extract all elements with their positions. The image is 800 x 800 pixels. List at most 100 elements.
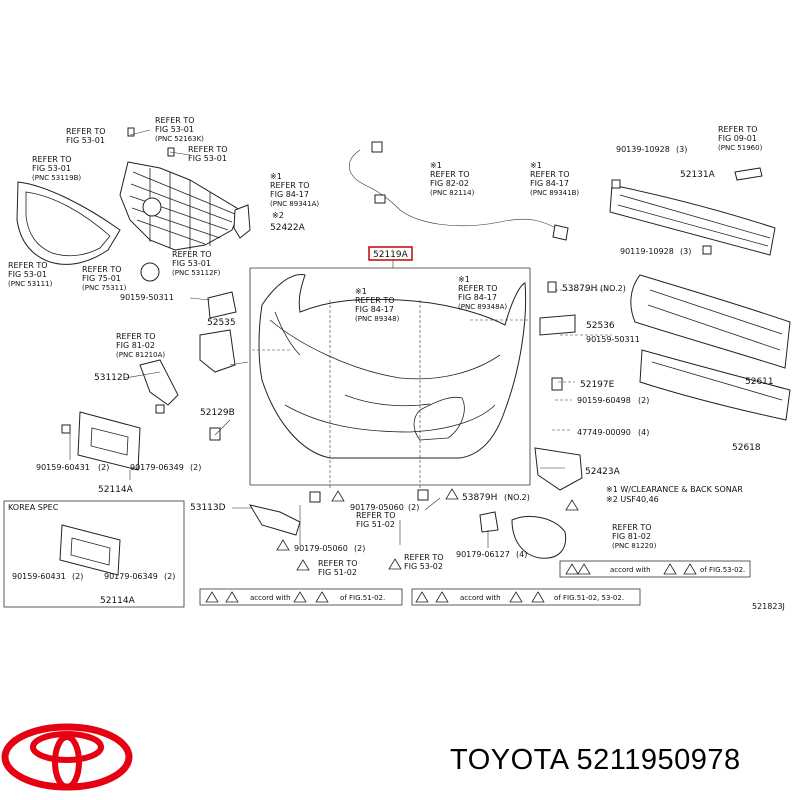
grille-emblem-icon[interactable] xyxy=(142,197,162,217)
part-number[interactable]: 53112D xyxy=(94,373,130,383)
note-mark: ※1 xyxy=(530,161,542,170)
accord-note-box xyxy=(559,560,751,578)
ref-label: FIG 53-02 xyxy=(404,562,443,571)
clip-52197e[interactable] xyxy=(551,377,563,391)
bolt-number[interactable]: 90179-06127 xyxy=(456,550,510,559)
ref-label: REFER TO xyxy=(318,559,358,568)
ref-label: (PNC 89341B) xyxy=(530,189,579,197)
wire-harness[interactable] xyxy=(349,149,561,231)
front-bumper-cover[interactable] xyxy=(258,274,527,459)
ref-label: (PNC 51960) xyxy=(718,144,763,152)
bolt-number[interactable]: 90159-60498 xyxy=(577,396,631,405)
part-number[interactable]: 52131A xyxy=(680,170,716,180)
bolt-number[interactable]: 90179-05060 xyxy=(294,544,348,553)
part-number[interactable]: 52423A xyxy=(585,467,621,477)
license-plate-bracket[interactable] xyxy=(77,411,141,471)
ref-label: (PNC 53111) xyxy=(8,280,53,288)
ref-label: REFER TO xyxy=(172,250,212,259)
qty-label: (NO.2) xyxy=(504,493,530,502)
bracket-52536[interactable] xyxy=(539,314,576,336)
bolt-number[interactable]: 90179-06349 xyxy=(130,463,184,472)
part-number[interactable]: 52536 xyxy=(586,321,615,331)
part-number[interactable]: 52422A xyxy=(270,223,306,233)
energy-absorber-lower[interactable] xyxy=(639,349,791,421)
part-number[interactable]: 52535 xyxy=(207,318,236,328)
qty-label: (2) xyxy=(98,463,109,472)
part-number[interactable]: 52611 xyxy=(745,377,774,387)
part-number[interactable]: 52129B xyxy=(200,408,235,418)
retainer-53112d[interactable] xyxy=(139,359,179,406)
energy-absorber-upper[interactable] xyxy=(630,274,791,369)
ref-label: (PNC 82114) xyxy=(430,189,475,197)
ref-label: (PNC 81210A) xyxy=(116,351,165,359)
clip-icon xyxy=(702,245,712,255)
ref-label: (PNC 81220) xyxy=(612,542,657,550)
bracket-52535[interactable] xyxy=(207,291,237,319)
grille-surround[interactable] xyxy=(16,181,121,265)
ref-label: FIG 53-01 xyxy=(8,270,47,279)
bracket-lower-right xyxy=(479,511,499,533)
part-number[interactable]: 53113D xyxy=(190,503,226,513)
fog-lamp[interactable] xyxy=(511,516,567,559)
ref-label: REFER TO xyxy=(530,170,570,179)
ref-label: REFER TO xyxy=(66,127,106,136)
part-number[interactable]: 52618 xyxy=(732,443,761,453)
bolt-number[interactable]: 90159-60431 xyxy=(12,572,66,581)
note-mark: ※1 xyxy=(355,287,367,296)
sensor-icon xyxy=(734,167,763,181)
accord-text: accord with xyxy=(250,594,291,602)
bolt-number[interactable]: 90179-05060 xyxy=(350,503,404,512)
triangle-mark-icon xyxy=(565,563,697,575)
part-number[interactable]: 52114A xyxy=(98,485,134,495)
ref-label: FIG 84-17 xyxy=(530,179,569,188)
diagram-code: 521823J xyxy=(752,602,785,611)
part-number[interactable]: 53879H xyxy=(462,493,497,503)
emblem-icon[interactable] xyxy=(140,262,160,282)
seal-52423a[interactable] xyxy=(534,447,583,491)
part-number[interactable]: 52114A xyxy=(100,596,136,606)
bolt-number[interactable]: 47749-00090 xyxy=(577,428,631,437)
bolt-number[interactable]: 90119-10928 xyxy=(620,247,674,256)
bumper-reinforcement[interactable] xyxy=(609,184,776,256)
toyota-logo-icon xyxy=(1,723,133,791)
bolt-number[interactable]: 90159-50311 xyxy=(586,335,640,344)
clip-icon xyxy=(547,281,557,293)
ref-label: FIG 51-02 xyxy=(318,568,357,577)
bolt-number[interactable]: 90139-10928 xyxy=(616,145,670,154)
bracket-52129b[interactable] xyxy=(209,427,221,441)
bolt-number[interactable]: 90159-50311 xyxy=(120,293,174,302)
bracket-52422a[interactable] xyxy=(233,204,251,239)
ref-label: FIG 84-17 xyxy=(270,190,309,199)
ref-label: REFER TO xyxy=(270,181,310,190)
retainer-53113d[interactable] xyxy=(248,504,301,536)
accord-text: of FIG.51-02. xyxy=(340,594,385,602)
part-number[interactable]: 53879H xyxy=(562,284,597,294)
bolt-number[interactable]: 90179-06349 xyxy=(104,572,158,581)
brand-name: TOYOTA xyxy=(450,744,568,776)
korea-spec-box xyxy=(3,500,185,608)
part-number[interactable]: 52197E xyxy=(580,380,615,390)
accord-text: of FIG.53-02. xyxy=(700,566,745,574)
fog-lamp-bracket[interactable] xyxy=(199,329,236,373)
ref-label: FIG 53-01 xyxy=(66,136,105,145)
bolt-number[interactable]: 90159-60431 xyxy=(36,463,90,472)
radiator-grille[interactable] xyxy=(119,161,241,251)
license-plate-bracket-korea[interactable] xyxy=(59,524,121,576)
qty-label: (4) xyxy=(516,550,527,559)
triangle-mark-icon xyxy=(415,591,545,603)
ref-label: REFER TO xyxy=(116,332,156,341)
ref-label: REFER TO xyxy=(430,170,470,179)
ref-label: (PNC 89348) xyxy=(355,315,400,323)
ref-label: (PNC 53119B) xyxy=(32,174,81,182)
part-caption: TOYOTA 5211950978 xyxy=(450,744,741,777)
qty-label: (4) xyxy=(638,428,649,437)
ref-label: REFER TO xyxy=(8,261,48,270)
bumper-assembly-frame xyxy=(249,267,531,486)
qty-label: (2) xyxy=(72,572,83,581)
qty-label: (NO.2) xyxy=(600,284,626,293)
part-number-highlighted[interactable]: 52119A xyxy=(373,250,409,260)
accord-text: accord with xyxy=(610,566,651,574)
qty-label: (2) xyxy=(354,544,365,553)
ref-label: FIG 81-02 xyxy=(612,532,651,541)
clip-icon xyxy=(309,491,321,503)
